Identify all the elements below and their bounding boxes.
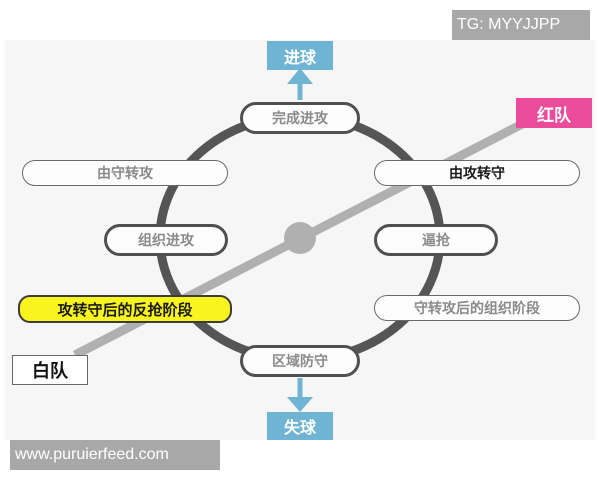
- goal-arrow-head: [287, 68, 313, 84]
- phase-defense-to-attack: 由守转攻: [22, 160, 228, 186]
- phase-pressing: 逼抢: [374, 224, 498, 256]
- red-team-label: 红队: [516, 98, 592, 128]
- center-pivot: [284, 222, 316, 254]
- phase-organized-attack: 组织进攻: [104, 224, 228, 256]
- white-team-label: 白队: [12, 355, 88, 385]
- phase-counter-press-highlighted: 攻转守后的反抢阶段: [18, 295, 232, 323]
- phase-zonal-defense: 区域防守: [240, 345, 360, 377]
- goal-scored-box: 进球: [267, 41, 333, 70]
- watermark-telegram: TG: MYYJJPP: [452, 10, 590, 40]
- concede-arrow-head: [287, 397, 313, 412]
- phase-attack-to-defense: 由攻转守: [374, 160, 580, 186]
- goal-conceded-box: 失球: [267, 412, 333, 440]
- phase-complete-attack: 完成进攻: [240, 102, 360, 134]
- watermark-url: www.puruierfeed.com: [10, 440, 220, 470]
- phase-organization-after-transition: 守转攻后的组织阶段: [374, 295, 580, 321]
